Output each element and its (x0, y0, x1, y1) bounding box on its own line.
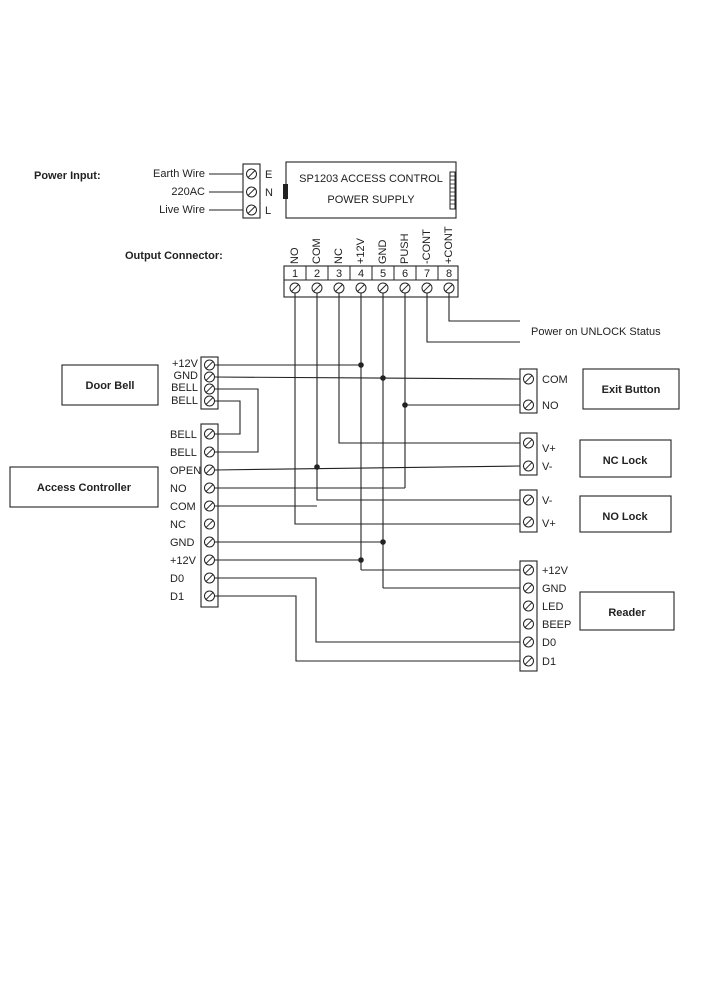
nc-lock-term-vminus: V- (542, 461, 553, 473)
out-num-4: 4 (358, 268, 364, 280)
exit-term-com: COM (542, 374, 568, 386)
power-supply-title: POWER SUPPLY (327, 194, 415, 206)
exit-term-no: NO (542, 400, 559, 412)
out-num-5: 5 (380, 268, 386, 280)
out-name-12v: +12V (355, 237, 367, 264)
power-supply-box (285, 161, 457, 219)
exit-button-box (582, 368, 680, 410)
out-num-2: 2 (314, 268, 320, 280)
out-num-7: 7 (424, 268, 430, 280)
out-num-6: 6 (402, 268, 408, 280)
junction-dot (380, 375, 386, 381)
input-letter-n: N (265, 187, 273, 199)
earth-wire-label: Earth Wire (153, 168, 205, 180)
input-letter-e: E (265, 169, 272, 181)
doorbell-term-bell-1: BELL (171, 382, 198, 394)
reader-term-d0: D0 (542, 637, 556, 649)
nc-lock-title: NC Lock (603, 455, 649, 467)
power-supply-subtitle: SP1203 ACCESS CONTROL (299, 173, 443, 185)
nc-lock-box (579, 439, 672, 478)
no-lock-title: NO Lock (602, 511, 648, 523)
output-terminal-names: NO COM NC +12V GND PUSH -CONT +CONT (289, 226, 455, 264)
power-input-title: Power Input: (34, 170, 101, 182)
reader-term-beep: BEEP (542, 619, 571, 631)
out-num-8: 8 (446, 268, 452, 280)
reader-title: Reader (608, 607, 646, 619)
out-name-no: NO (289, 247, 301, 264)
out-name-com: COM (311, 238, 323, 264)
junction-dot (358, 557, 364, 563)
no-lock-box (579, 495, 672, 533)
out-name-push: PUSH (399, 233, 411, 264)
access-controller-box (9, 466, 159, 508)
junction-dot (402, 402, 408, 408)
unlock-status-label: Power on UNLOCK Status (531, 326, 661, 338)
ctrl-term-12v: +12V (170, 555, 197, 567)
door-bell-box (61, 364, 159, 406)
ctrl-term-nc: NC (170, 519, 186, 531)
no-lock-term-vplus: V+ (542, 518, 556, 530)
input-letter-l: L (265, 205, 271, 217)
reader-term-d1: D1 (542, 656, 556, 668)
doorbell-terminal-block (200, 356, 219, 410)
reader-term-gnd: GND (542, 583, 567, 595)
junction-dot (314, 464, 320, 470)
nc-lock-term-vplus: V+ (542, 443, 556, 455)
out-name-nc: NC (333, 248, 345, 264)
out-name-minus-cont: -CONT (421, 229, 433, 264)
ctrl-term-d0: D0 (170, 573, 184, 585)
output-terminal-block (283, 265, 459, 298)
reader-terminal-block (519, 560, 538, 672)
out-name-plus-cont: +CONT (443, 226, 455, 264)
doorbell-term-bell-2: BELL (171, 395, 198, 407)
doorbell-term-gnd: GND (174, 370, 199, 382)
ctrl-term-open: OPEN (170, 465, 201, 477)
no-lock-term-vminus: V- (542, 495, 553, 507)
reader-box (579, 591, 675, 631)
ctrl-term-no: NO (170, 483, 187, 495)
ctrl-term-gnd: GND (170, 537, 195, 549)
access-controller-title: Access Controller (37, 482, 132, 494)
ctrl-term-bell-2: BELL (170, 447, 197, 459)
junction-dot (380, 539, 386, 545)
junction-dot (358, 362, 364, 368)
exit-button-title: Exit Button (602, 384, 661, 396)
ctrl-term-bell-1: BELL (170, 429, 197, 441)
ac-label: 220AC (171, 186, 205, 198)
door-bell-title: Door Bell (86, 380, 135, 392)
out-name-gnd: GND (377, 240, 389, 265)
out-num-3: 3 (336, 268, 342, 280)
live-wire-label: Live Wire (159, 204, 205, 216)
ctrl-term-com: COM (170, 501, 196, 513)
ctrl-term-d1: D1 (170, 591, 184, 603)
output-connector-title: Output Connector: (125, 250, 223, 262)
reader-term-12v: +12V (542, 565, 569, 577)
reader-term-led: LED (542, 601, 563, 613)
out-num-1: 1 (292, 268, 298, 280)
doorbell-term-12v: +12V (172, 358, 199, 370)
